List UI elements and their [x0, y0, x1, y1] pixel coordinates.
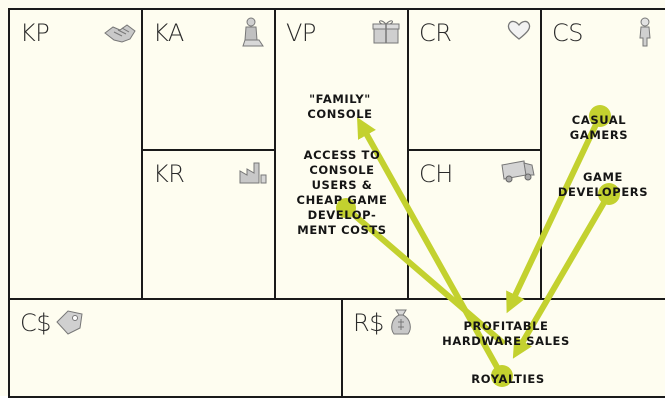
- block-abbr-kr: KR: [153, 160, 185, 188]
- block-abbr-vp: VP: [286, 19, 316, 47]
- block-channels: CH: [407, 149, 542, 300]
- block-abbr-cs: CS: [552, 19, 584, 47]
- price-tag-icon: [56, 310, 83, 335]
- note-line: GAME: [582, 170, 624, 184]
- note-family-console: "FAMILY" CONSOLE: [294, 92, 386, 122]
- note-line: CONSOLE: [309, 163, 375, 177]
- block-abbr-rev: R$: [353, 309, 384, 337]
- block-abbr-ka: KA: [153, 19, 184, 47]
- block-abbr-ch: CH: [419, 160, 453, 188]
- money-bag-icon: [391, 309, 411, 335]
- note-line: ROYALTIES: [471, 372, 545, 386]
- note-line: CASUAL: [571, 113, 627, 127]
- note-line: GAMERS: [569, 128, 629, 142]
- gift-icon: [372, 20, 400, 44]
- block-customer-segments: CS: [540, 8, 665, 300]
- note-line: "FAMILY": [309, 92, 371, 106]
- note-profitable-hardware-sales: PROFITABLE HARDWARE SALES: [430, 319, 582, 349]
- handshake-icon: [104, 24, 136, 43]
- note-line: DEVELOPERS: [557, 185, 649, 199]
- note-line: PROFITABLE: [463, 319, 549, 333]
- block-abbr-kp: KP: [20, 19, 50, 47]
- heart-icon: [507, 20, 531, 40]
- block-key-resources: KR: [141, 149, 276, 300]
- block-abbr-cr: CR: [419, 19, 452, 47]
- note-line: MENT COSTS: [297, 223, 387, 237]
- note-line: CHEAP GAME: [296, 193, 388, 207]
- note-line: CONSOLE: [307, 107, 373, 121]
- note-line: ACCESS TO: [303, 148, 381, 162]
- block-key-partners: KP: [8, 8, 143, 300]
- block-customer-relationships: CR: [407, 8, 542, 151]
- worker-icon: [242, 17, 264, 47]
- note-game-developers: GAME DEVELOPERS: [548, 170, 658, 200]
- note-line: DEVELOP-: [307, 208, 377, 222]
- block-abbr-cost: C$: [20, 309, 52, 337]
- note-line: HARDWARE SALES: [442, 334, 570, 348]
- block-key-activities: KA: [141, 8, 276, 151]
- note-casual-gamers: CASUAL GAMERS: [558, 113, 640, 143]
- note-line: USERS &: [311, 178, 373, 192]
- factory-icon: [239, 162, 267, 184]
- note-access-console-users: ACCESS TO CONSOLE USERS & CHEAP GAME DEV…: [276, 148, 408, 238]
- note-royalties: ROYALTIES: [460, 372, 556, 387]
- person-icon: [639, 17, 651, 47]
- block-cost-structure: C$: [8, 298, 343, 398]
- truck-icon: [501, 160, 535, 183]
